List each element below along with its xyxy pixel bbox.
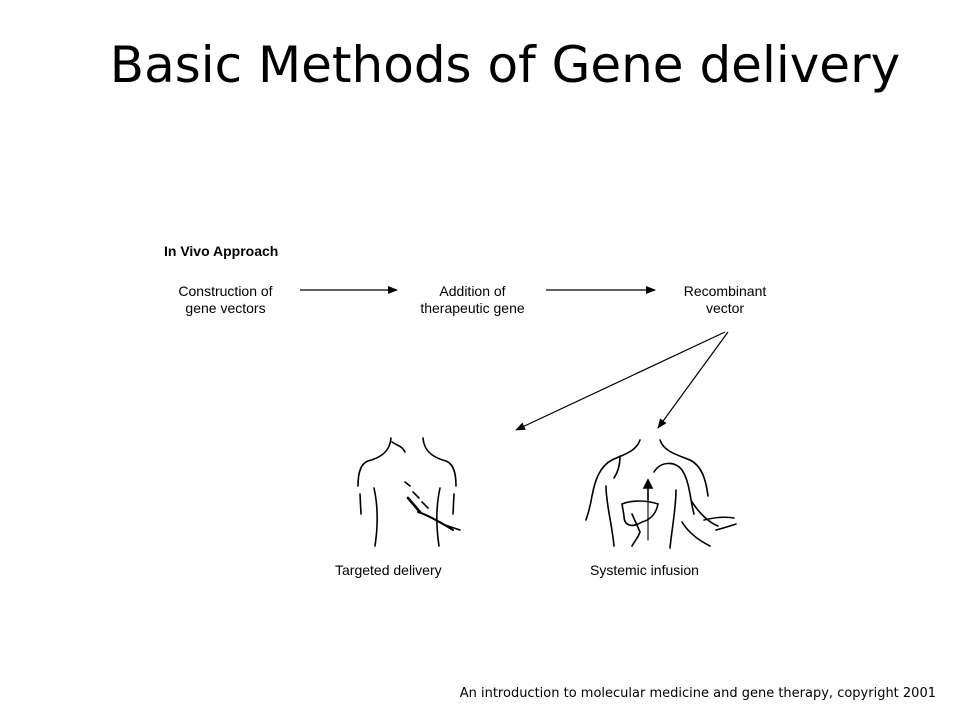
step-construction-line2: gene vectors bbox=[185, 300, 266, 316]
arrow-to-systemic-infusion bbox=[657, 331, 729, 429]
step-addition-line1: Addition of bbox=[439, 283, 506, 299]
step-addition: Addition of therapeutic gene bbox=[400, 283, 545, 317]
step-addition-line2: therapeutic gene bbox=[420, 300, 525, 316]
step-construction-line1: Construction of bbox=[178, 283, 273, 299]
torso-front-infusion-icon bbox=[585, 439, 737, 549]
arrow-to-targeted-delivery bbox=[515, 331, 726, 431]
torso-back-injection-icon bbox=[357, 437, 461, 547]
footer-citation: An introduction to molecular medicine an… bbox=[459, 686, 936, 701]
slide-title: Basic Methods of Gene delivery bbox=[109, 36, 901, 94]
diagram-heading: In Vivo Approach bbox=[164, 243, 279, 259]
step-construction: Construction of gene vectors bbox=[158, 283, 293, 317]
step-recombinant-line2: vector bbox=[705, 300, 745, 316]
caption-targeted-delivery: Targeted delivery bbox=[335, 562, 442, 578]
caption-systemic-infusion: Systemic infusion bbox=[590, 562, 699, 578]
step-recombinant-line1: Recombinant bbox=[683, 283, 767, 299]
step-recombinant: Recombinant vector bbox=[660, 283, 790, 317]
